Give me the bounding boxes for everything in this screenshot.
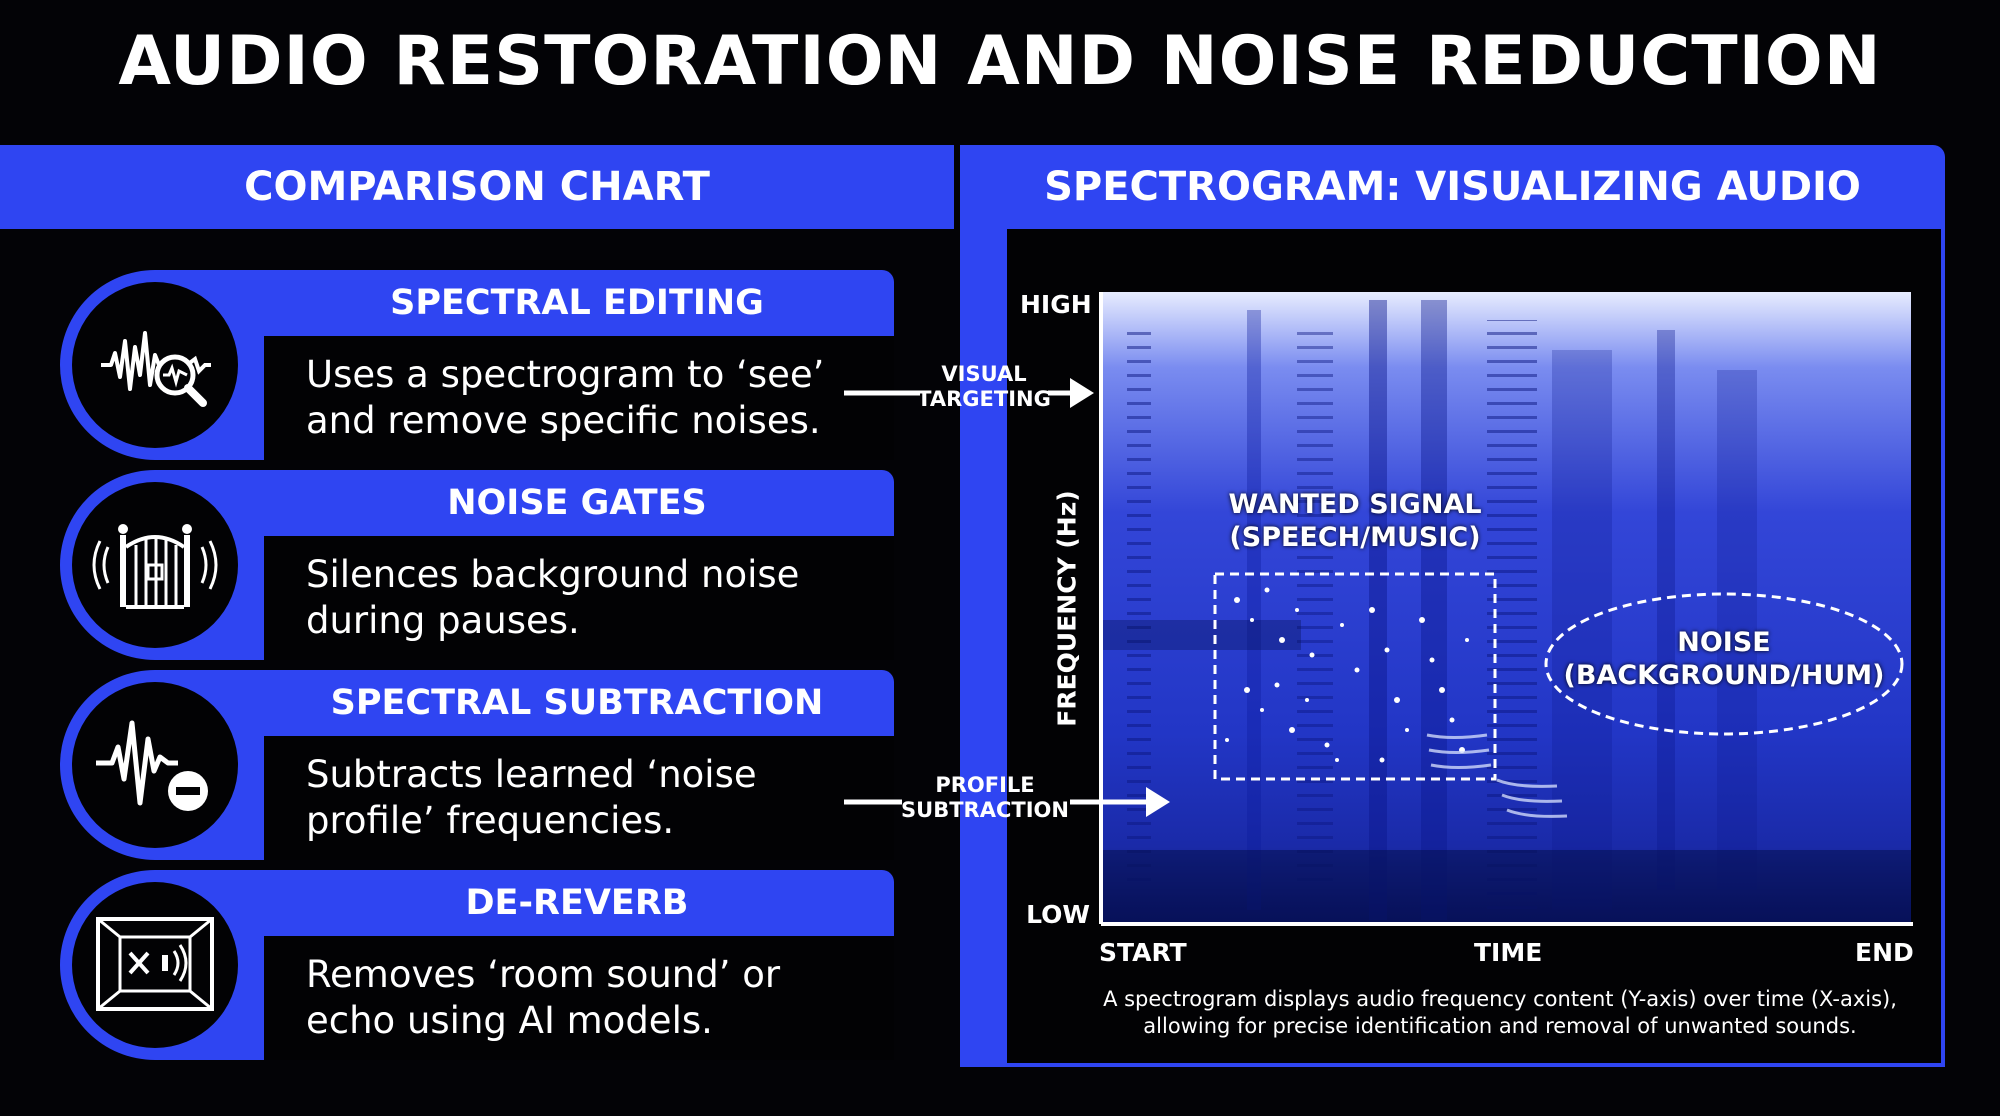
visual-targeting-arrow bbox=[844, 378, 1094, 408]
x-axis-end-label: END bbox=[1855, 938, 1914, 967]
y-axis-title-text: FREQUENCY (Hz) bbox=[1052, 490, 1082, 727]
row-de-reverb: DE-REVERB Removes ‘room sound’ or echo u… bbox=[60, 870, 894, 1060]
comparison-chart-header: COMPARISON CHART bbox=[0, 145, 954, 229]
row-spectral-subtraction: SPECTRAL SUBTRACTION Subtracts learned ‘… bbox=[60, 670, 894, 860]
row-description: Subtracts learned ‘noise profile’ freque… bbox=[264, 736, 894, 860]
noise-ellipse bbox=[1544, 592, 1904, 736]
caption-line-1: A spectrogram displays audio frequency c… bbox=[1103, 987, 1897, 1011]
wanted-signal-label: WANTED SIGNAL (SPEECH/MUSIC) bbox=[1228, 489, 1482, 553]
visual-targeting-label: VISUAL TARGETING bbox=[917, 362, 1051, 411]
spectrogram-chart bbox=[1099, 292, 1913, 926]
row-title: SPECTRAL SUBTRACTION bbox=[330, 683, 824, 723]
profile-subtraction-arrow bbox=[844, 787, 1170, 817]
noise-label: NOISE (BACKGROUND/HUM) bbox=[1563, 627, 1885, 691]
profile-subtraction-label: PROFILE SUBTRACTION bbox=[901, 773, 1069, 822]
waveform-minus-icon bbox=[72, 682, 238, 848]
y-axis-high-label: HIGH bbox=[1020, 290, 1092, 319]
x-axis-start-label: START bbox=[1099, 938, 1187, 967]
page-title: AUDIO RESTORATION AND NOISE REDUCTION bbox=[118, 22, 1882, 101]
y-axis-low-label: LOW bbox=[1026, 900, 1090, 929]
gate-icon bbox=[72, 482, 238, 648]
wanted-signal-box bbox=[1213, 572, 1497, 781]
row-description: Uses a spectrogram to ‘see’ and remove s… bbox=[264, 336, 894, 460]
row-title: NOISE GATES bbox=[447, 483, 707, 523]
harmonic-streaks bbox=[1426, 733, 1568, 818]
caption-line-2: allowing for precise identification and … bbox=[1143, 1014, 1857, 1038]
room-echo-icon bbox=[72, 882, 238, 1048]
wanted-signal-dots bbox=[1225, 587, 1469, 763]
row-description: Removes ‘room sound’ or echo using AI mo… bbox=[264, 936, 894, 1060]
row-title: SPECTRAL EDITING bbox=[390, 283, 764, 323]
waveform-magnifier-icon bbox=[72, 282, 238, 448]
row-noise-gates: NOISE GATES Silences background noise du… bbox=[60, 470, 894, 660]
row-description: Silences background noise during pauses. bbox=[264, 536, 894, 660]
spectrogram-header: SPECTROGRAM: VISUALIZING AUDIO bbox=[1044, 164, 1861, 210]
row-spectral-editing: SPECTRAL EDITING Uses a spectrogram to ‘… bbox=[60, 270, 894, 460]
x-axis-title: TIME bbox=[1474, 938, 1543, 967]
row-title: DE-REVERB bbox=[465, 883, 689, 923]
spectrogram-caption: A spectrogram displays audio frequency c… bbox=[1030, 986, 1970, 1040]
